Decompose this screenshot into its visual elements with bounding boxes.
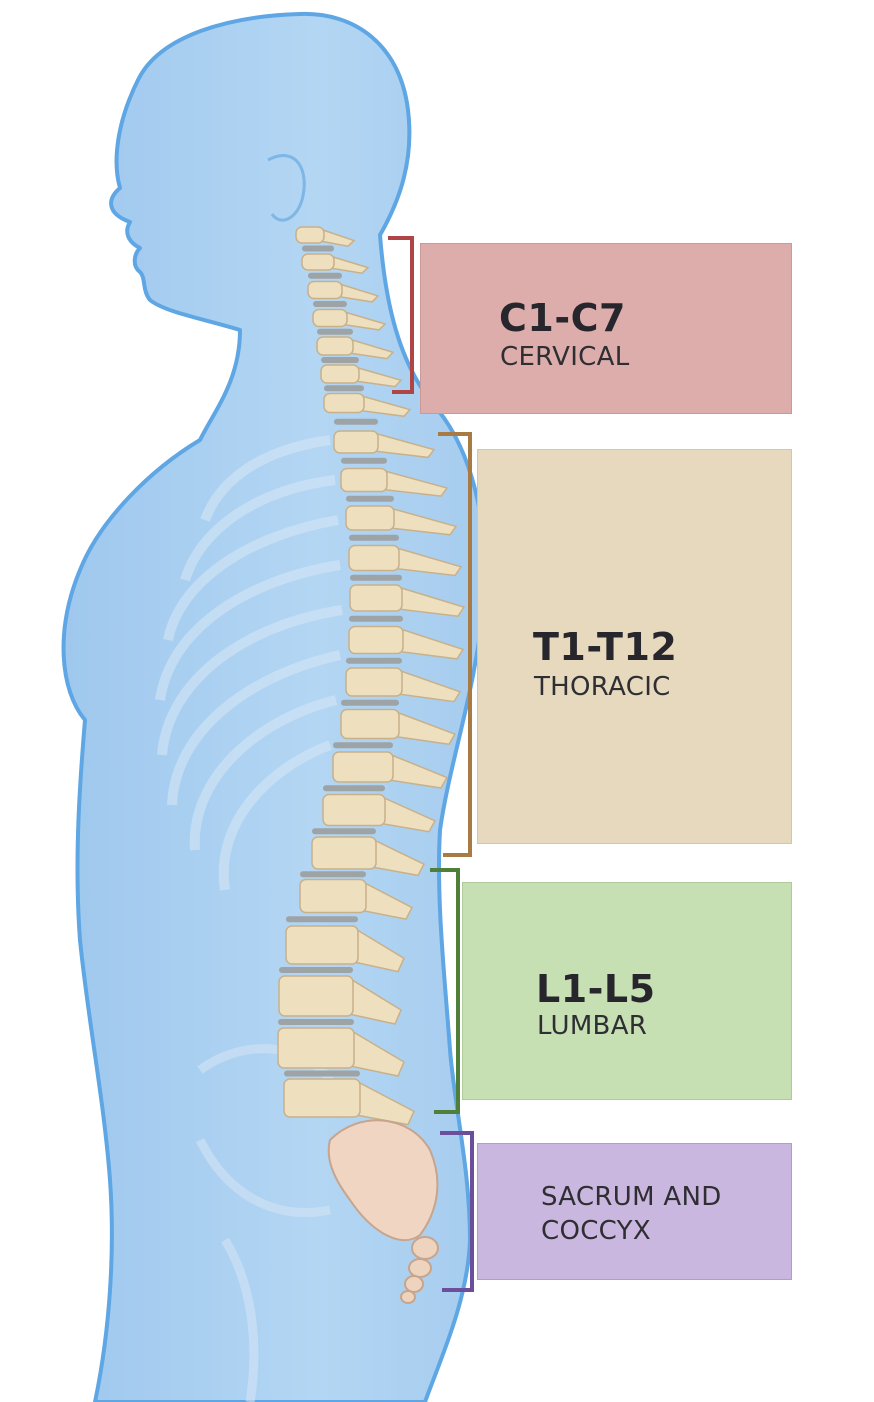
intervertebral-disc (341, 699, 399, 706)
intervertebral-disc (349, 615, 403, 622)
sacrum-label-box: SACRUM AND COCCYX (477, 1143, 792, 1280)
sacrum-name-line2: COCCYX (541, 1216, 651, 1246)
intervertebral-disc (308, 272, 342, 279)
cervical-bracket (388, 236, 414, 394)
intervertebral-disc (341, 457, 387, 464)
vertebra (283, 1078, 361, 1118)
cervical-code: C1-C7 (499, 296, 626, 340)
vertebra (323, 392, 365, 414)
thoracic-bracket (438, 432, 472, 857)
intervertebral-disc (317, 328, 353, 335)
intervertebral-disc (334, 418, 378, 425)
intervertebral-disc (279, 967, 353, 973)
sacrum-name-line1: SACRUM AND (541, 1182, 722, 1212)
intervertebral-disc (333, 742, 393, 749)
vertebra (333, 430, 379, 454)
lumbar-code: L1-L5 (536, 967, 656, 1011)
thoracic-name: THORACIC (534, 672, 671, 702)
spine (277, 226, 466, 1126)
intervertebral-disc (278, 1019, 354, 1025)
lumbar-label-box: L1-L5 LUMBAR (462, 882, 792, 1100)
vertebra (345, 667, 403, 697)
intervertebral-disc (313, 301, 347, 307)
thoracic-code: T1-T12 (533, 625, 678, 669)
vertebra (320, 364, 360, 384)
ear-shape (267, 154, 306, 222)
vertebra (312, 308, 348, 328)
vertebra (316, 336, 354, 356)
vertebra (311, 836, 377, 870)
intervertebral-disc (284, 1070, 360, 1077)
vertebra (340, 467, 388, 493)
thoracic-label-box: T1-T12 THORACIC (477, 449, 792, 844)
vertebra (332, 751, 394, 783)
cervical-name: CERVICAL (500, 342, 630, 372)
intervertebral-disc (350, 574, 402, 581)
lumbar-name: LUMBAR (537, 1011, 648, 1041)
intervertebral-disc (312, 828, 376, 835)
intervertebral-disc (302, 245, 334, 252)
intervertebral-disc (323, 785, 385, 792)
ribcage (155, 435, 343, 891)
vertebra (307, 280, 343, 300)
vertebra (349, 584, 403, 612)
vertebra (277, 1027, 355, 1069)
cervical-label-box: C1-C7 CERVICAL (420, 243, 792, 414)
intervertebral-disc (346, 495, 394, 502)
vertebra (278, 975, 354, 1017)
vertebra (301, 253, 335, 271)
intervertebral-disc (324, 385, 364, 392)
intervertebral-disc (346, 657, 402, 664)
intervertebral-disc (321, 357, 359, 363)
vertebra (348, 544, 400, 572)
sacrum-bracket (440, 1131, 474, 1292)
intervertebral-disc (286, 916, 358, 923)
vertebra (322, 793, 386, 827)
vertebra (348, 625, 404, 655)
vertebra (285, 925, 359, 965)
vertebra (345, 505, 395, 531)
lumbar-bracket (430, 868, 460, 1114)
vertebra (299, 878, 367, 914)
coccyx-bones (400, 1236, 439, 1304)
intervertebral-disc (300, 871, 366, 878)
vertebra (295, 226, 325, 244)
sacrum-bone (327, 1119, 439, 1241)
vertebra (340, 708, 400, 740)
intervertebral-disc (349, 534, 399, 541)
